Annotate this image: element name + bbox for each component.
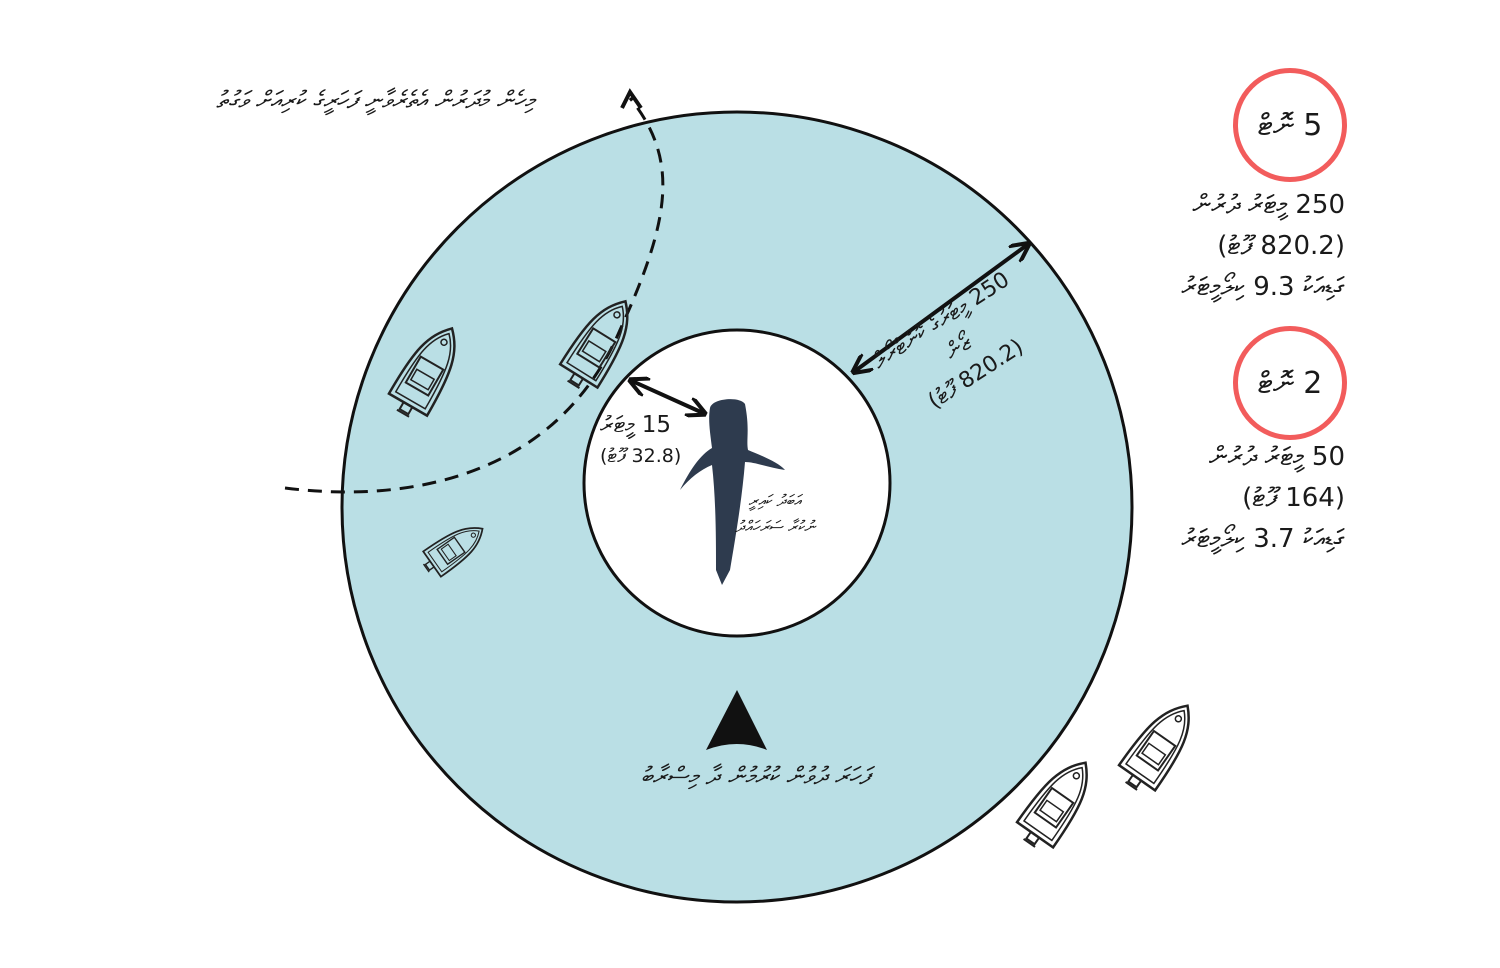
speed-info-1: 250 މީޓަރު ދުރުން (820.2 ފޫޓު) ގަޑިއަކު … <box>1181 185 1345 308</box>
speed-badge-2-knots: 2 ނޮޓް <box>1233 326 1347 440</box>
inner-feet-label: (32.8 ފޫޓު) <box>600 445 682 467</box>
whale-shark-icon <box>680 399 785 585</box>
direction-label: ފަހަރަ ދުވުން ކުރުމުން ދާ މިސްރާބު <box>640 762 870 790</box>
outer-distance-arrow <box>855 245 1027 371</box>
kmh-text: ގަޑިއަކު 3.7 ކިލޯމީޓަރު <box>1181 524 1345 554</box>
feet-text: (820.2 ފޫޓު) <box>1217 231 1345 261</box>
kmh-text: ގަޑިއަކު 9.3 ކިލޯމީޓަރު <box>1181 272 1345 302</box>
boat-icon <box>1112 691 1207 800</box>
shark-label-line: ނުކުރާ ސަރަހައްދު <box>735 517 815 536</box>
path-arrowhead <box>620 88 643 110</box>
badge-text: 2 ނޮޓް <box>1257 365 1323 401</box>
speed-badge-5-knots: 5 ނޮޓް <box>1233 68 1347 182</box>
inner-distance-arrow <box>632 381 703 413</box>
speed-info-2: 50 މީޓަރު ދުރުން (164 ފޫޓު) ގަޑިއަކު 3.7… <box>1181 437 1345 560</box>
badge-text: 5 ނޮޓް <box>1257 107 1323 143</box>
distance-text: 250 މީޓަރު ދުރުން <box>1192 190 1346 220</box>
shark-label: އަބަދު ކައިރީ ނުކުރާ ސަރަހައްދު <box>735 488 815 540</box>
inner-distance-label: 15 މީޓަރު <box>600 412 672 438</box>
feet-text: (164 ފޫޓު) <box>1242 483 1345 513</box>
direction-arrow-icon <box>706 690 767 750</box>
distance-text: 50 މީޓަރު ދުރުން <box>1209 442 1345 472</box>
path-note: މިހެން މުދަރުން އެތެރެވާނީ ފަހަރީގެ ކުރި… <box>216 86 534 114</box>
shark-label-line: އަބަދު ކައިރީ <box>748 491 802 510</box>
